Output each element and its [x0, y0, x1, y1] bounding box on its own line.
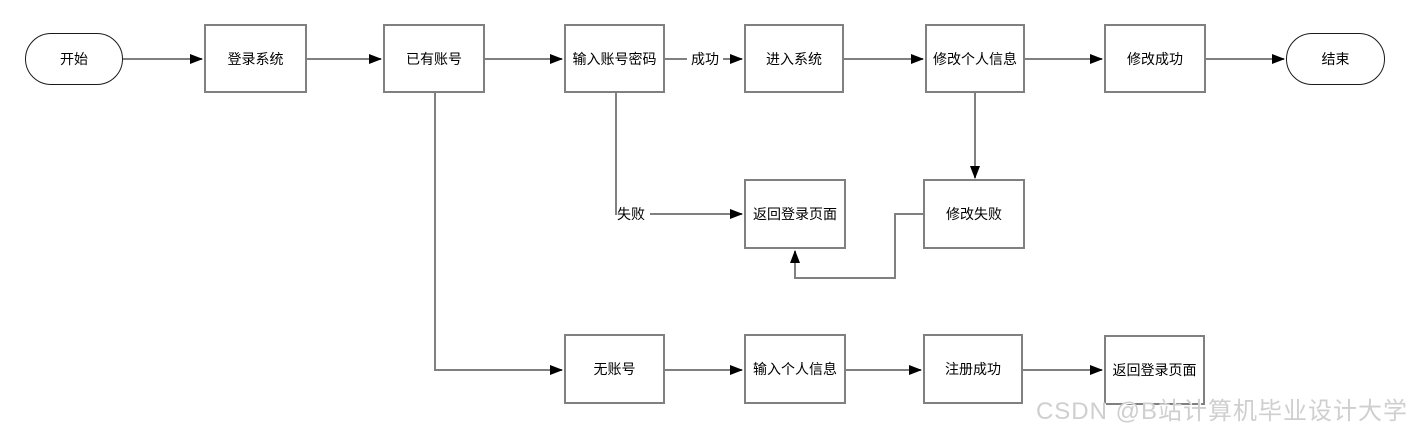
node-enter-personal-info: 输入个人信息	[744, 334, 846, 404]
node-modify-fail: 修改失败	[923, 179, 1025, 249]
node-modify-personal-info: 修改个人信息	[925, 24, 1025, 93]
node-return-login-bottom: 返回登录页面	[1104, 335, 1205, 405]
watermark: CSDN @B站计算机毕业设计大学	[1035, 398, 1408, 425]
node-login-system: 登录系统	[204, 24, 307, 93]
node-enter-system: 进入系统	[744, 24, 844, 93]
edge-modify-fail-to-return-login	[790, 213, 923, 279]
edge-label-fail: 失败	[617, 206, 650, 222]
node-end: 结束	[1286, 33, 1385, 85]
edge-has-account-to-no-account	[434, 93, 563, 375]
edge-label-success: 成功	[687, 51, 723, 67]
node-modify-success: 修改成功	[1104, 24, 1206, 93]
edge-credentials-fail-to-return-login	[615, 93, 743, 219]
node-has-account: 已有账号	[383, 24, 485, 93]
node-enter-credentials: 输入账号密码	[564, 24, 665, 93]
node-register-success: 注册成功	[923, 334, 1023, 404]
node-return-login-mid: 返回登录页面	[744, 179, 846, 249]
node-no-account: 无账号	[564, 334, 665, 404]
node-start: 开始	[25, 33, 123, 85]
